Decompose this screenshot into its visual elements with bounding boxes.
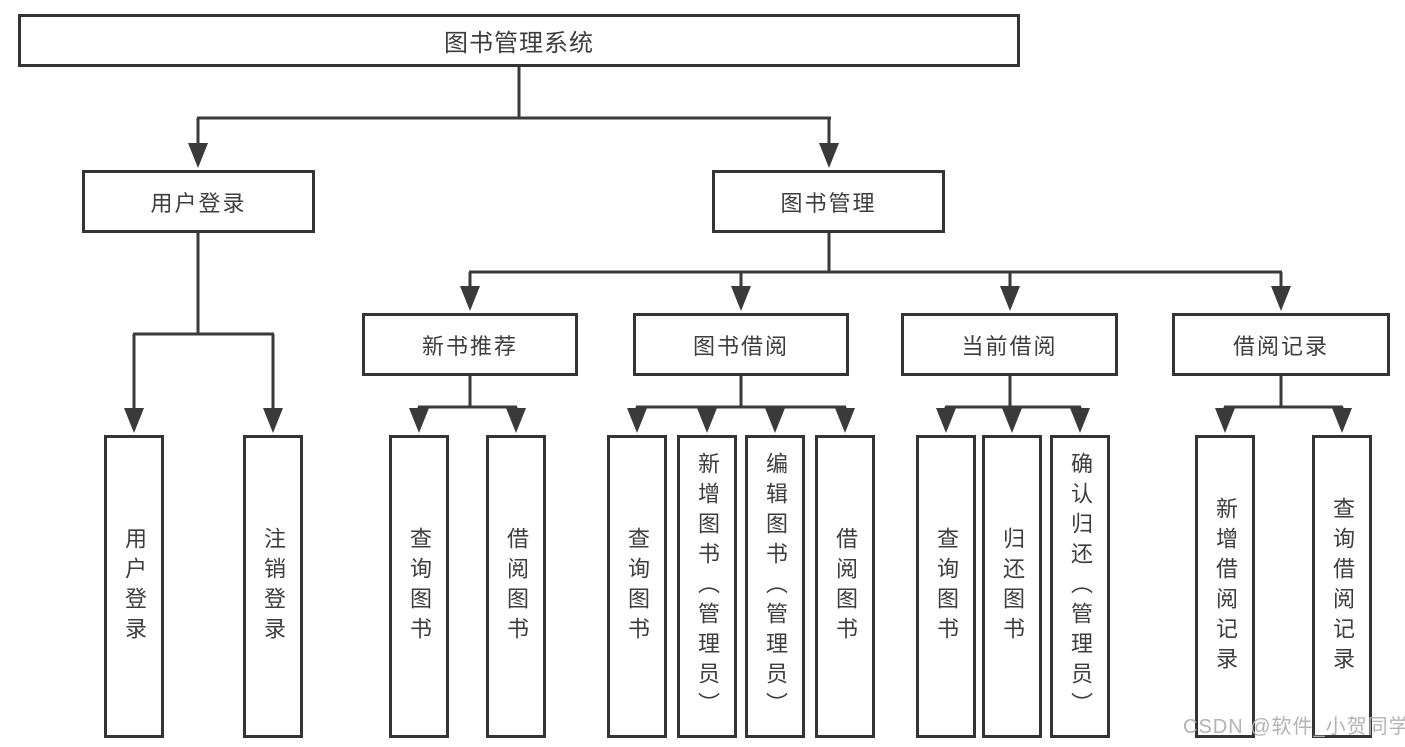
leaf-add-borrow-record: 新增借阅记录 <box>1195 435 1255 738</box>
leaf-label: 查询图书 <box>407 526 432 647</box>
leaf-query-books-current: 查询图书 <box>916 435 976 738</box>
leaf-user-login: 用户登录 <box>104 435 164 738</box>
leaf-label: 借阅图书 <box>833 526 858 647</box>
leaf-edit-books-admin: 编辑图书（管理员） <box>745 435 805 738</box>
node-user-login: 用户登录 <box>82 170 315 233</box>
node-book-borrowing: 图书借阅 <box>633 313 849 376</box>
leaf-query-books-borrowing: 查询图书 <box>607 435 667 738</box>
leaf-label: 借阅图书 <box>504 526 529 647</box>
leaf-add-books-admin: 新增图书（管理员） <box>677 435 737 738</box>
leaf-label: 新增借阅记录 <box>1213 496 1238 677</box>
leaf-label: 注销登录 <box>261 526 286 647</box>
leaf-logout-login: 注销登录 <box>243 435 303 738</box>
leaf-label: 新增图书（管理员） <box>695 451 720 722</box>
node-new-book-recommendation: 新书推荐 <box>362 313 578 376</box>
leaf-return-books: 归还图书 <box>982 435 1042 738</box>
leaf-label: 归还图书 <box>1000 526 1025 647</box>
leaf-label: 查询图书 <box>934 526 959 647</box>
leaf-query-books-recommend: 查询图书 <box>389 435 449 738</box>
node-library-system: 图书管理系统 <box>18 14 1020 67</box>
leaf-confirm-return-admin: 确认归还（管理员） <box>1050 435 1110 738</box>
leaf-borrow-books: 借阅图书 <box>815 435 875 738</box>
leaf-label: 查询图书 <box>625 526 650 647</box>
leaf-label: 用户登录 <box>122 526 147 647</box>
node-book-management: 图书管理 <box>712 170 945 233</box>
leaf-borrow-books-recommend: 借阅图书 <box>486 435 546 738</box>
leaf-label: 确认归还（管理员） <box>1068 451 1093 722</box>
watermark: CSDN @软件_小贺同学 <box>1183 716 1405 738</box>
leaf-label: 查询借阅记录 <box>1330 496 1355 677</box>
leaf-query-borrow-record: 查询借阅记录 <box>1312 435 1372 738</box>
node-current-borrowing: 当前借阅 <box>901 313 1118 376</box>
node-borrowing-records: 借阅记录 <box>1172 313 1390 376</box>
leaf-label: 编辑图书（管理员） <box>763 451 788 722</box>
